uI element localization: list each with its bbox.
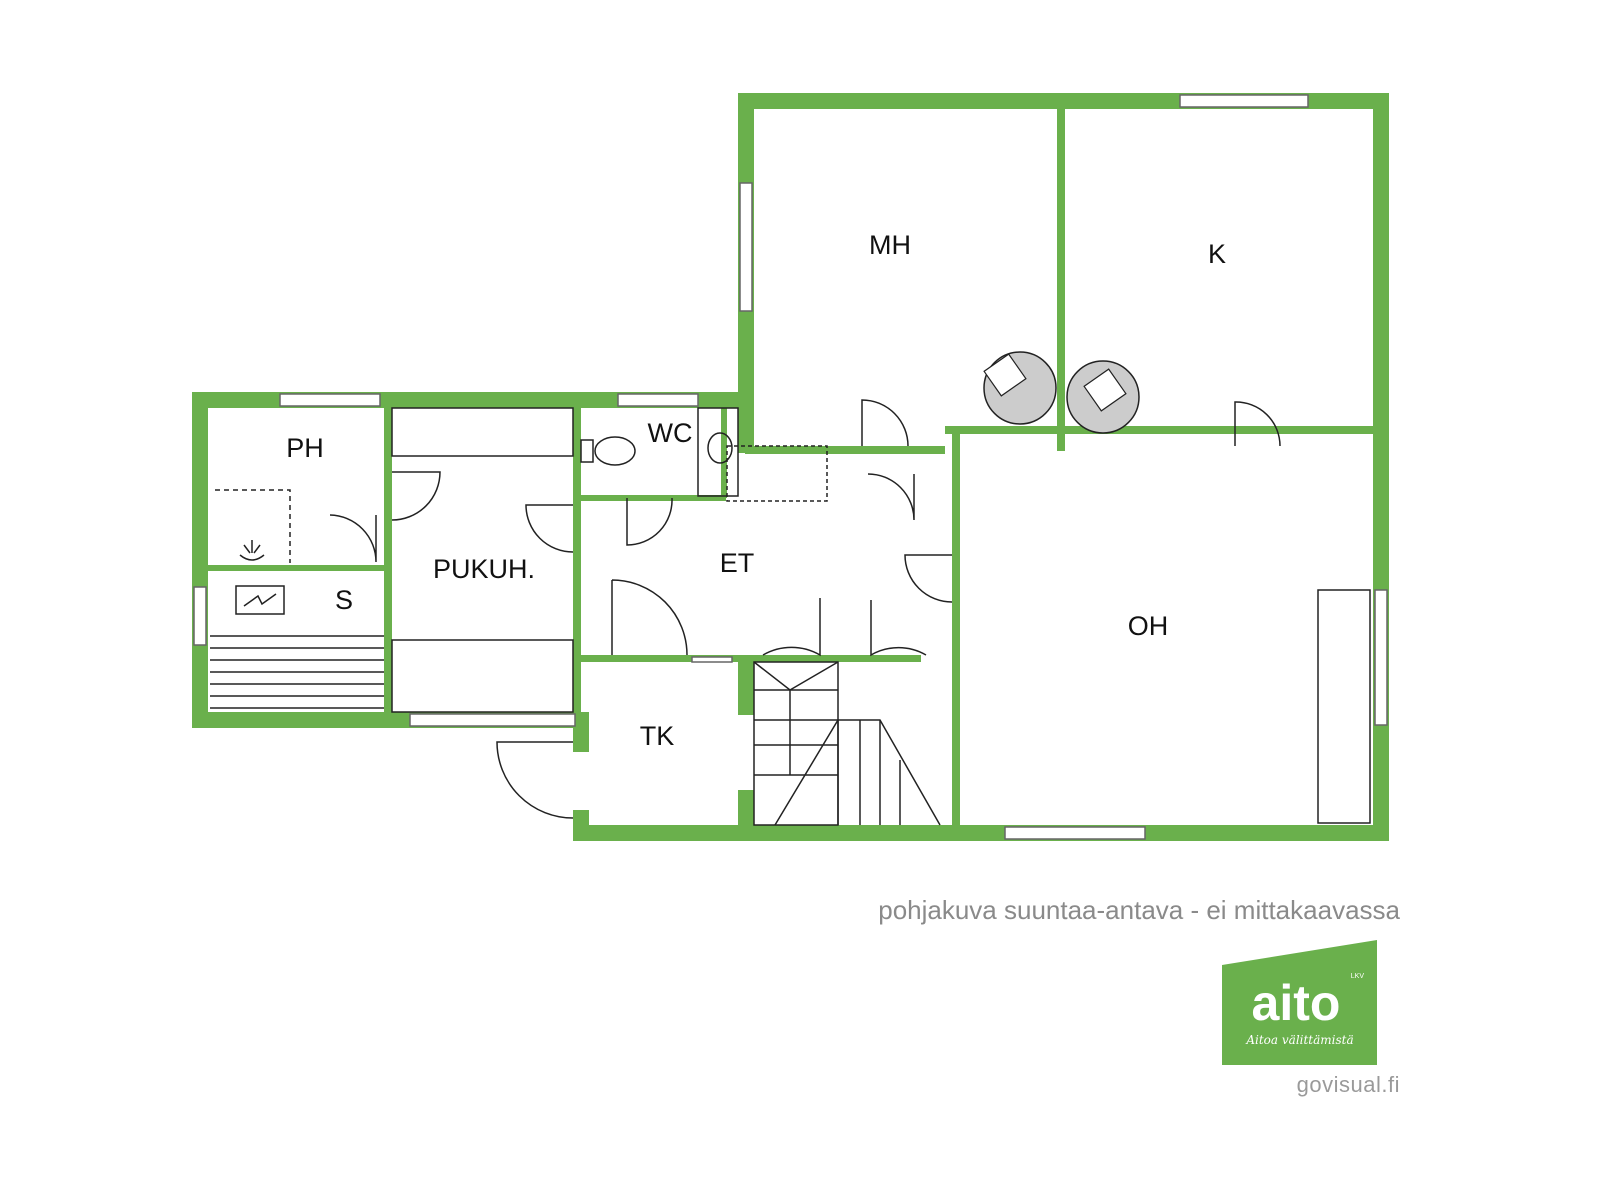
- room-label-k: K: [1208, 239, 1226, 269]
- room-label-tk: TK: [640, 721, 675, 751]
- room-label-ph: PH: [286, 433, 324, 463]
- sauna-benches: [210, 635, 384, 709]
- logo-brand-text: aito: [1252, 975, 1341, 1031]
- windows: [193, 94, 1388, 840]
- room-label-mh: MH: [869, 230, 911, 260]
- room-labels: MH K PH WC PUKUH. ET S OH TK: [286, 230, 1226, 751]
- stairs: [753, 661, 941, 826]
- logo-tagline-text: Aitoa välittämistä: [1245, 1033, 1353, 1047]
- interior-walls: [208, 109, 1385, 826]
- rotating-wardrobes: [983, 351, 1140, 434]
- room-label-wc: WC: [648, 418, 693, 448]
- room-label-oh: OH: [1128, 611, 1169, 641]
- room-label-et: ET: [720, 548, 755, 578]
- disclaimer-caption: pohjakuva suuntaa-antava - ei mittakaava…: [878, 895, 1400, 925]
- logo-badge-text: LKV: [1351, 973, 1365, 980]
- doors: [329, 399, 1281, 819]
- aito-logo: aito LKV Aitoa välittämistä: [1222, 940, 1377, 1065]
- room-label-s: S: [335, 585, 353, 615]
- credit-text: govisual.fi: [1296, 1072, 1400, 1097]
- fixtures: [215, 407, 1371, 824]
- room-label-pukuh: PUKUH.: [433, 554, 535, 584]
